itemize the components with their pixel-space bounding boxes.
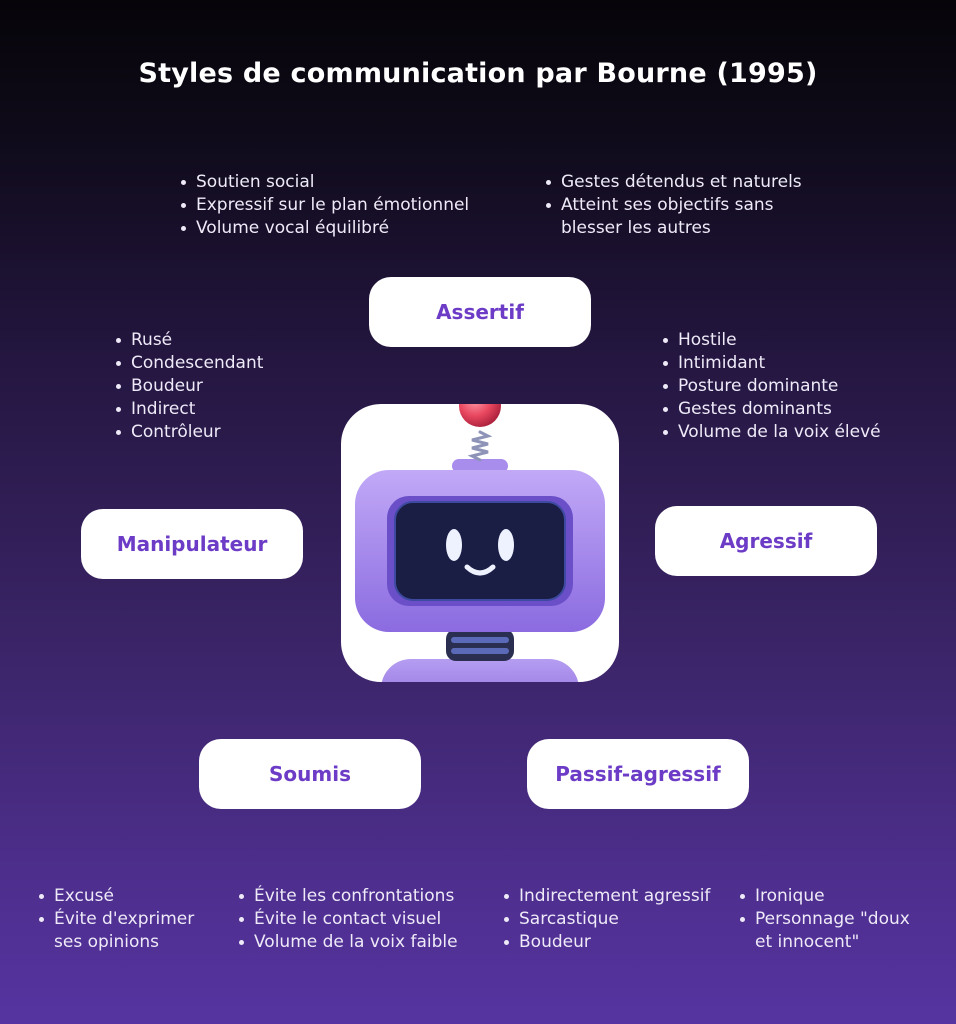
list-item-continuation: et innocent" [755, 932, 860, 952]
list-item: Excusé [38, 885, 194, 908]
list-item: Atteint ses objectifs sans [546, 194, 802, 217]
pill-soumis: Soumis [199, 739, 421, 809]
list-item: Soutien social [180, 171, 469, 194]
page-title: Styles de communication par Bourne (1995… [138, 58, 818, 89]
list-item: Boudeur [115, 375, 263, 398]
list-item: Évite d'exprimer [38, 909, 195, 929]
list-item: Ironique [740, 885, 910, 908]
list-item: Condescendant [115, 353, 264, 373]
list-item-continuation: ses opinions [54, 932, 160, 952]
list-item: Gestes dominants [663, 398, 881, 421]
assertif-traits-left: Soutien social Expressif sur le plan émo… [177, 171, 469, 240]
list-item: Gestes détendus et naturels [546, 172, 802, 192]
list-item: Évite le contact visuel [239, 908, 458, 931]
list-item: Indirect [115, 398, 263, 421]
passif-agressif-traits-a: Indirectement agressif Sarcastique Boude… [500, 885, 710, 954]
list-item: Personnage "doux [740, 909, 910, 929]
list-item: Expressif sur le plan émotionnel [180, 195, 470, 215]
list-item: Volume de la voix faible [239, 932, 458, 952]
list-item: Rusé [115, 329, 263, 352]
pill-assertif: Assertif [369, 277, 591, 347]
list-item: Hostile [663, 329, 881, 352]
list-item-continuation: blesser les autres [561, 218, 711, 238]
list-item: Indirectement agressif [503, 886, 711, 906]
robot-card [341, 404, 619, 682]
pill-agressif: Agressif [655, 506, 877, 576]
pill-manipulateur: Manipulateur [81, 509, 303, 579]
assertif-traits-right: Gestes détendus et naturels Atteint ses … [542, 171, 802, 240]
list-item: Évite les confrontations [239, 885, 458, 908]
list-item: Volume vocal équilibré [180, 217, 469, 240]
passif-agressif-traits-b: Ironique Personnage "doux et innocent" [736, 885, 910, 954]
soumis-traits-b: Évite les confrontations Évite le contac… [235, 885, 458, 954]
soumis-traits-a: Excusé Évite d'exprimer ses opinions [35, 885, 194, 954]
manipulateur-traits: Rusé Condescendant Boudeur Indirect Cont… [112, 329, 263, 444]
list-item: Intimidant [663, 352, 881, 375]
list-item: Boudeur [503, 931, 710, 954]
list-item: Posture dominante [663, 375, 881, 398]
pill-passif-agressif: Passif-agressif [527, 739, 749, 809]
list-item: Sarcastique [503, 908, 710, 931]
list-item: Volume de la voix élevé [663, 422, 881, 442]
agressif-traits: Hostile Intimidant Posture dominante Ges… [659, 329, 881, 444]
list-item: Contrôleur [115, 421, 263, 444]
robot-mascot-icon [355, 404, 605, 682]
